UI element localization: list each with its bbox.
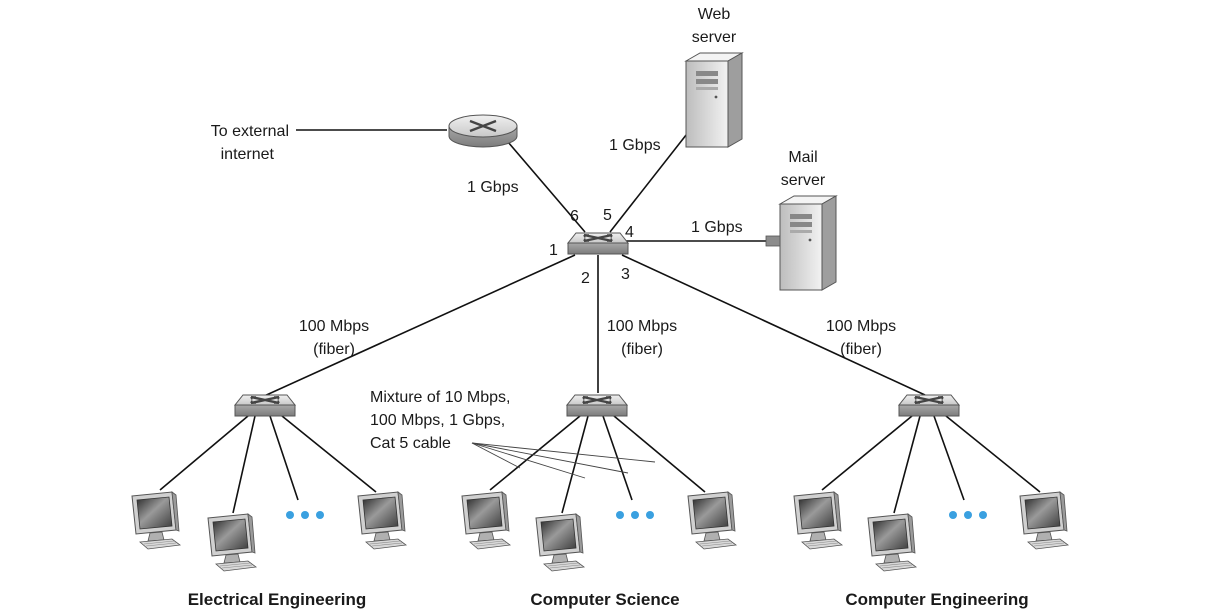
dept-computer-science: Computer Science bbox=[530, 590, 679, 609]
mail-server-label-1: Mail bbox=[788, 149, 817, 166]
web-server-icon bbox=[685, 52, 743, 148]
router-icon bbox=[447, 113, 519, 149]
port-4: 4 bbox=[625, 224, 634, 241]
mixture-label-1: Mixture of 10 Mbps, bbox=[370, 389, 511, 406]
links bbox=[159, 129, 1041, 514]
ellipsis-dots bbox=[286, 511, 987, 519]
port-5: 5 bbox=[603, 207, 612, 224]
ee-link-label-2: (fiber) bbox=[313, 341, 355, 358]
port-3: 3 bbox=[621, 266, 630, 283]
cs-link-label-1: 100 Mbps bbox=[607, 318, 677, 335]
port-1: 1 bbox=[549, 242, 558, 259]
cs-pc-icon bbox=[535, 513, 585, 572]
ee-uplink bbox=[261, 254, 576, 398]
mail-server-connector bbox=[765, 235, 781, 247]
mixture-label-3: Cat 5 cable bbox=[370, 435, 451, 452]
ee-pc-icon bbox=[357, 491, 407, 550]
mail-server-label-2: server bbox=[781, 172, 826, 189]
cs-link-label-2: (fiber) bbox=[621, 341, 663, 358]
mail-link-label: 1 Gbps bbox=[691, 219, 743, 236]
external-label-2: internet bbox=[221, 146, 275, 163]
web-link bbox=[609, 129, 691, 233]
cs-pc-icon bbox=[461, 491, 511, 550]
dept-computer-engineering: Computer Engineering bbox=[845, 590, 1028, 609]
ce-link-label-2: (fiber) bbox=[840, 341, 882, 358]
core-switch-icon bbox=[566, 231, 630, 256]
ee-pc-icon bbox=[207, 513, 257, 572]
router-link-label: 1 Gbps bbox=[467, 179, 519, 196]
ce-pc-icon bbox=[867, 513, 917, 572]
external-label-1: To external bbox=[211, 123, 289, 140]
web-server-label-1: Web bbox=[698, 6, 731, 23]
ee-pc-icon bbox=[131, 491, 181, 550]
ce-pc-icon bbox=[793, 491, 843, 550]
ce-pc-icon bbox=[1019, 491, 1069, 550]
port-2: 2 bbox=[581, 270, 590, 287]
web-server-label-2: server bbox=[692, 29, 737, 46]
dept-electrical-engineering: Electrical Engineering bbox=[188, 590, 367, 609]
ce-link-label-1: 100 Mbps bbox=[826, 318, 896, 335]
ee-switch-icon bbox=[233, 393, 297, 418]
ce-switch-icon bbox=[897, 393, 961, 418]
mixture-label-2: 100 Mbps, 1 Gbps, bbox=[370, 412, 505, 429]
cs-pc-icon bbox=[687, 491, 737, 550]
router-link bbox=[507, 141, 586, 233]
cs-switch-icon bbox=[565, 393, 629, 418]
mail-server-icon bbox=[779, 195, 837, 291]
port-6: 6 bbox=[570, 208, 579, 225]
ee-link-label-1: 100 Mbps bbox=[299, 318, 369, 335]
web-link-label: 1 Gbps bbox=[609, 137, 661, 154]
ce-uplink bbox=[621, 254, 926, 396]
